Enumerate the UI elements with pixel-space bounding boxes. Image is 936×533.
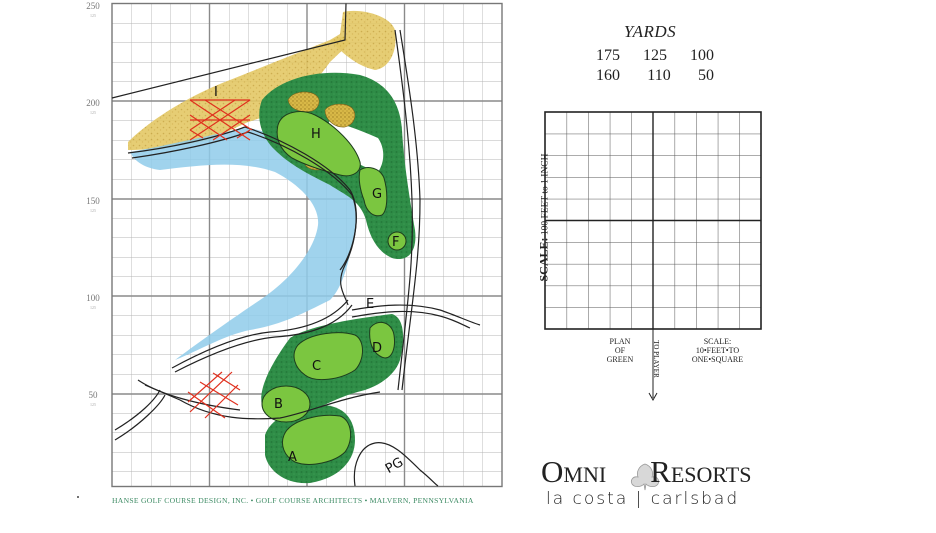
marker-c: C — [312, 359, 321, 374]
tee-g — [358, 167, 388, 217]
brand-logo: Omni Resorts — [541, 454, 751, 490]
architect-credit: HANSE GOLF COURSE DESIGN, INC. • GOLF CO… — [112, 496, 474, 505]
to-player-label: TO PLAYER — [652, 340, 660, 378]
yard-value: 125 — [643, 47, 667, 64]
marker-h: H — [311, 127, 321, 142]
marker-g: G — [372, 187, 382, 202]
cart-path-e — [351, 304, 481, 326]
brand-location-right: carlsbad — [650, 489, 740, 509]
cart-path-right-2 — [399, 29, 421, 391]
brand-separator: | — [635, 489, 644, 509]
omni-fleur-icon — [630, 463, 660, 491]
marker-d: D — [372, 341, 382, 356]
cart-path-right — [394, 29, 413, 391]
bunker-1 — [287, 91, 320, 112]
yard-value: 100 — [690, 47, 714, 64]
scale-label: SCALE: 100 FEET to 1 INCH — [536, 153, 551, 282]
dot-mark — [77, 496, 79, 498]
green-plan-grid — [544, 111, 762, 402]
boundary-line — [111, 3, 347, 99]
water-hazard — [130, 128, 357, 360]
marker-f: F — [392, 235, 399, 250]
marker-b: B — [274, 397, 283, 412]
yards-row-1: 175 125 100 — [596, 47, 714, 65]
brand-name-left: Omni — [541, 454, 607, 489]
marker-a: A — [288, 450, 297, 465]
tee-h — [276, 111, 361, 177]
brand-location-left: la costa — [546, 489, 629, 509]
creek-line-1 — [127, 126, 357, 306]
cart-path-e2 — [351, 310, 471, 329]
green-scale-note: SCALE: 10•FEET•TO ONE•SQUARE — [691, 337, 744, 364]
native-area-left — [128, 36, 350, 150]
pg-outline — [353, 442, 439, 487]
tee-f — [387, 231, 407, 251]
bunker-2 — [324, 103, 356, 128]
hazard-cross-lower — [187, 371, 241, 419]
yards-row-2: 160 110 50 — [596, 67, 714, 85]
cart-path-lower — [114, 384, 381, 441]
native-area-top — [330, 10, 396, 70]
tee-c — [293, 332, 363, 381]
yard-value: 160 — [596, 67, 620, 84]
marker-i: I — [214, 85, 218, 100]
tee-a — [281, 414, 352, 465]
stream-lower-2 — [174, 304, 353, 373]
brand-name-right: Resorts — [650, 454, 752, 489]
yards-title: YARDS — [623, 22, 677, 41]
creek-line-2 — [131, 131, 357, 271]
yard-value: 110 — [647, 67, 671, 84]
yard-value: 175 — [596, 47, 620, 64]
brand-location: la costa | carlsbad — [546, 489, 739, 509]
cart-path-lower-2 — [114, 379, 241, 431]
tee-d — [369, 321, 395, 359]
white-sand-area — [327, 120, 384, 172]
marker-e: E — [366, 297, 374, 312]
plan-of-green-label: PLAN OF GREEN — [606, 337, 634, 364]
stream-lower — [171, 299, 349, 369]
hazard-cross-upper — [189, 99, 253, 141]
yard-value: 50 — [698, 67, 714, 84]
